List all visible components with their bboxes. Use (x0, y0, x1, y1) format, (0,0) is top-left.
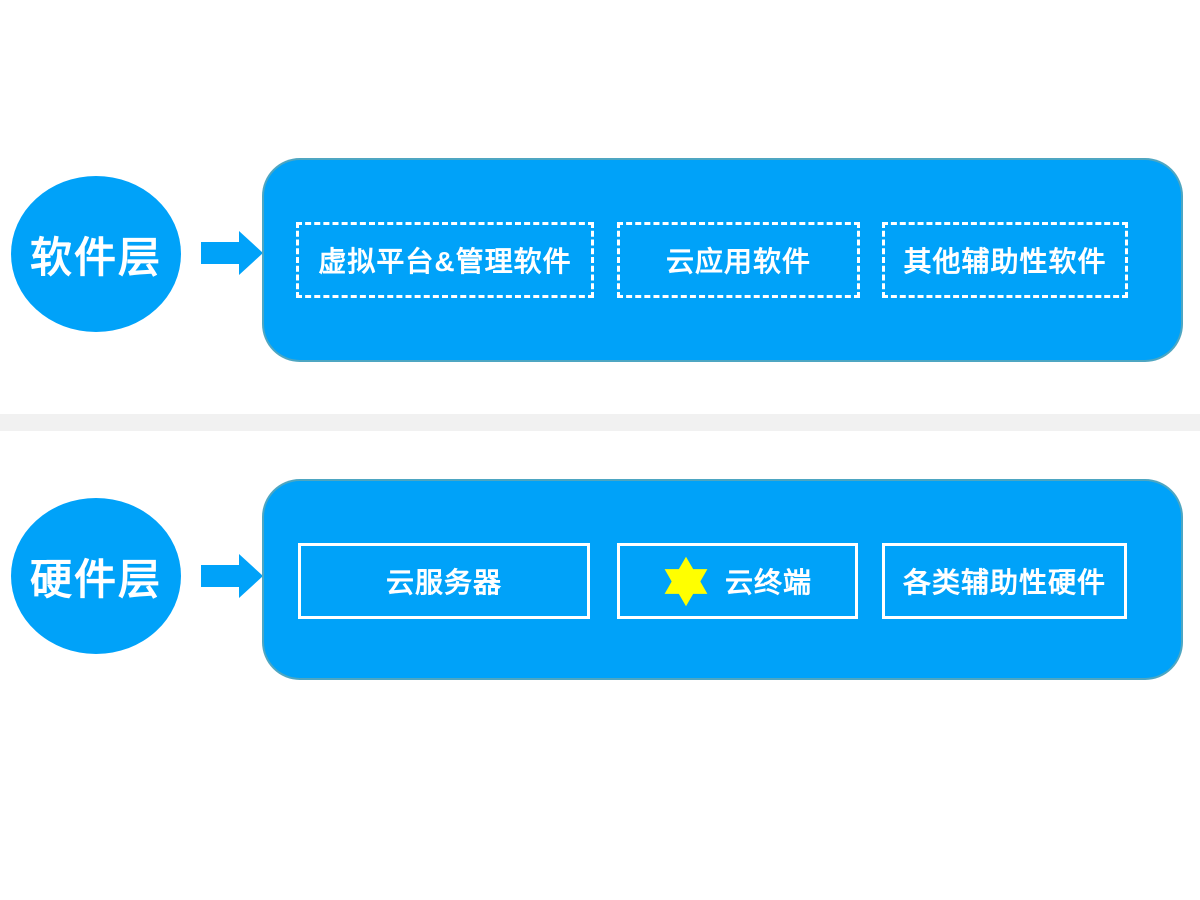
software-layer-badge: 软件层 (11, 176, 181, 332)
hardware-item-auxiliary-hardware: 各类辅助性硬件 (882, 543, 1127, 619)
hardware-item-cloud-server: 云服务器 (298, 543, 590, 619)
hardware-item-cloud-terminal-label: 云终端 (724, 567, 812, 598)
hardware-item-auxiliary-hardware-label: 各类辅助性硬件 (902, 567, 1106, 598)
hardware-layer-label: 硬件层 (29, 555, 162, 603)
software-item-cloud-app: 云应用软件 (617, 222, 860, 298)
six-pointed-star-icon (664, 556, 708, 606)
software-item-other-auxiliary-label: 其他辅助性软件 (903, 246, 1107, 277)
hardware-layer-panel: 云服务器 云终端 各类辅助性硬件 (262, 479, 1183, 680)
hardware-item-cloud-terminal: 云终端 (617, 543, 858, 619)
hardware-layer-badge: 硬件层 (11, 498, 181, 654)
software-item-virtual-platform-label: 虚拟平台&管理软件 (318, 246, 572, 277)
software-item-virtual-platform: 虚拟平台&管理软件 (296, 222, 594, 298)
software-layer-label: 软件层 (29, 233, 162, 281)
arrow-right-icon (201, 554, 263, 598)
hardware-item-cloud-server-label: 云服务器 (385, 567, 502, 598)
software-layer-panel: 虚拟平台&管理软件 云应用软件 其他辅助性软件 (262, 158, 1183, 362)
software-item-cloud-app-label: 云应用软件 (665, 246, 811, 277)
arrow-right-icon (201, 231, 263, 275)
section-divider (0, 414, 1200, 431)
software-item-other-auxiliary: 其他辅助性软件 (882, 222, 1128, 298)
